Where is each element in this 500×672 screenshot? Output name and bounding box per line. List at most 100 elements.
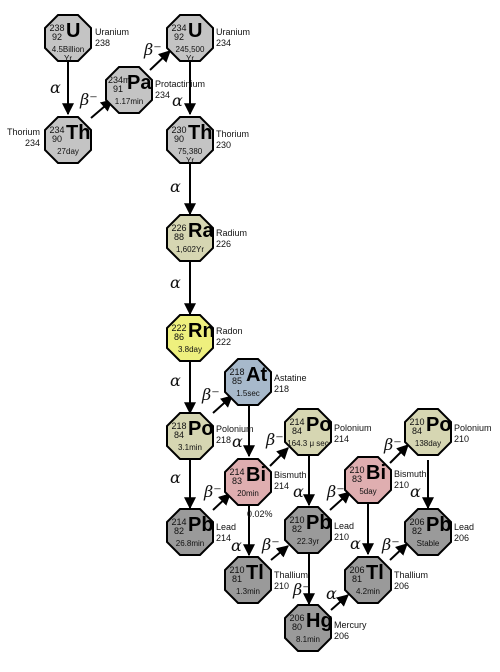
element-name: Uranium: [216, 27, 251, 37]
atomic-number: 86: [173, 332, 184, 342]
alpha-label: α: [410, 482, 421, 501]
element-symbol: U: [66, 20, 81, 42]
atomic-number: 80: [291, 622, 302, 632]
octagon-shape: [344, 456, 392, 504]
mass-number: 210: [454, 434, 470, 444]
mass-number: 214: [216, 533, 232, 543]
beta-label: β⁻: [384, 435, 402, 454]
alpha-label: α: [293, 482, 304, 501]
octagon-shape: [166, 14, 214, 62]
arrow-pb214-bi214: [212, 493, 231, 511]
mass-number: 218: [171, 421, 187, 431]
half-life: 4.2min: [355, 587, 380, 596]
mass-number: 206: [334, 631, 350, 641]
element-symbol: U: [188, 20, 203, 42]
mass-number: 210: [394, 480, 410, 490]
half-life: 1,602Yr: [175, 245, 205, 254]
half-life: 20min: [237, 489, 259, 498]
half-life: 1.5sec: [236, 389, 260, 398]
arrow-po218-at218: [212, 395, 233, 414]
octagon-shape: [166, 314, 214, 362]
octagon-shape: [284, 604, 332, 652]
octagon-shape: [284, 506, 332, 554]
beta-label: β⁻: [382, 535, 400, 554]
octagon-shape: [404, 408, 452, 456]
mass-number: 226: [216, 239, 232, 249]
mass-number: 214: [171, 517, 187, 527]
atomic-number: 85: [231, 376, 242, 386]
atomic-number: 81: [231, 574, 242, 584]
mass-number: 230: [216, 140, 232, 150]
half-life: 3.8day: [177, 345, 203, 354]
half-life: 1.3min: [235, 587, 260, 596]
mass-number: 210: [274, 581, 290, 591]
octagon-shape: [44, 116, 92, 164]
element-name: Thallium: [274, 570, 309, 580]
element-symbol: Bi: [246, 464, 266, 486]
atomic-number: 82: [173, 526, 184, 536]
atomic-number: 92: [173, 32, 184, 42]
half-life: 22.3yr: [296, 537, 320, 546]
element-name: Polonium: [216, 424, 254, 434]
mass-number: 206: [349, 565, 365, 575]
half-life: 3.1min: [177, 443, 202, 452]
beta-label: β⁻: [80, 90, 98, 109]
element-symbol: Rn: [188, 320, 215, 342]
branch-ratio-note: 0.02%: [247, 509, 273, 519]
mass-number: 214: [334, 434, 350, 444]
arrow-tl206-pb206: [389, 543, 408, 561]
element-name: Protactinium: [155, 79, 206, 89]
half-life: 26.8min: [175, 539, 205, 548]
element-name: Polonium: [454, 423, 492, 433]
half-life: 4.5Billion Yr: [51, 45, 85, 63]
mass-number: 234: [216, 38, 232, 48]
element-symbol: Pb: [306, 512, 332, 534]
mass-number: 226: [171, 223, 187, 233]
octagon-shape: [404, 508, 452, 556]
arrow-pb210-bi210: [329, 491, 351, 511]
mass-number: 206: [289, 613, 305, 623]
mass-number: 234: [171, 23, 187, 33]
mass-number: 206: [409, 517, 425, 527]
octagon-shape: [166, 412, 214, 460]
mass-number: 238: [95, 38, 111, 48]
mass-number: 230: [171, 125, 187, 135]
mass-number: 214: [289, 417, 305, 427]
element-symbol: Th: [66, 122, 91, 144]
element-symbol: Ra: [188, 220, 214, 242]
element-symbol: Pa: [127, 72, 152, 94]
half-life: 1.17min: [114, 97, 144, 106]
arrow-pa234-u234: [149, 50, 171, 71]
beta-label: β⁻: [293, 580, 311, 599]
alpha-label: α: [170, 371, 181, 390]
octagon-shape: [166, 214, 214, 262]
mass-number: 206: [394, 581, 410, 591]
atomic-number: 91: [112, 84, 123, 94]
octagon-shape: [166, 116, 214, 164]
mass-number: 210: [349, 465, 365, 475]
element-name: Mercury: [334, 620, 367, 630]
element-name: Thorium: [216, 129, 250, 139]
